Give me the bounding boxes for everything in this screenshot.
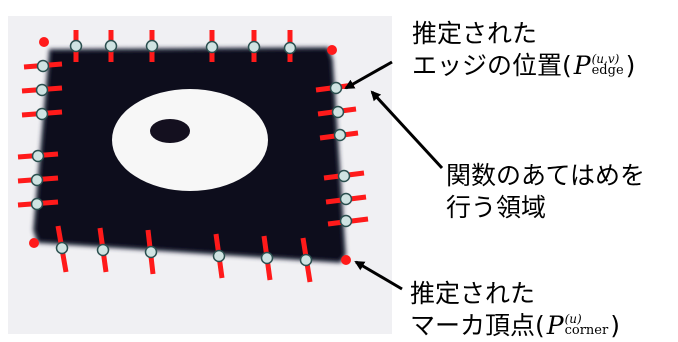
disk-hole <box>150 119 190 143</box>
corner-point <box>327 45 337 55</box>
corner-point <box>341 255 351 265</box>
edge-paren-close: ) <box>625 51 636 80</box>
edge-arrow <box>344 60 393 90</box>
edge-point <box>145 39 159 53</box>
edge-point <box>212 249 226 263</box>
edge-point <box>96 243 110 257</box>
corner-paren-close: ) <box>610 311 620 340</box>
edge-point <box>36 59 50 73</box>
region-label-line2: 行う領域 <box>446 193 547 222</box>
edge-point <box>69 39 83 53</box>
edge-symbol-sup: (u,v) <box>591 52 620 66</box>
edge-point <box>260 251 274 265</box>
corner-symbol-sup: (u) <box>564 312 582 326</box>
edge-point <box>331 105 345 119</box>
corner-label-line1: 推定された <box>410 279 536 308</box>
corner-arrow <box>354 260 403 291</box>
region-label: 関数のあてはめを 行う領域 <box>446 160 645 224</box>
edge-point <box>339 192 353 206</box>
edge-point <box>144 245 158 259</box>
edge-point <box>104 39 118 53</box>
corner-symbol-sub: corner <box>564 323 609 338</box>
edge-points <box>30 39 353 267</box>
edge-symbol: P(u,v)edge <box>574 50 624 82</box>
edge-point <box>31 149 45 163</box>
white-disk <box>112 89 268 191</box>
edge-label-line2: エッジの位置(P(u,v)edge) <box>412 50 635 82</box>
edge-point <box>55 241 69 255</box>
corner-label-line2: マーカ頂点(P(u)corner) <box>410 310 620 342</box>
edge-point <box>339 214 353 228</box>
corner-symbol-base: P <box>546 311 564 340</box>
region-label-line1: 関数のあてはめを <box>446 161 646 190</box>
edge-paren-open: ( <box>562 51 572 80</box>
edge-point <box>283 41 297 55</box>
edge-point <box>299 253 313 267</box>
corner-paren-open: ( <box>535 311 545 340</box>
edge-point <box>247 40 261 54</box>
corner-symbol: P(u)corner <box>547 310 608 342</box>
corner-points <box>29 37 351 265</box>
corner-point <box>29 238 39 248</box>
edge-point <box>329 81 343 95</box>
edge-label-text: エッジの位置 <box>412 51 563 80</box>
arrows <box>344 60 444 291</box>
edge-point <box>333 128 347 142</box>
edge-point <box>205 40 219 54</box>
edge-label: 推定された エッジの位置(P(u,v)edge) <box>412 18 635 82</box>
edge-point <box>30 197 44 211</box>
edge-point <box>35 83 49 97</box>
region-arrow <box>370 90 444 170</box>
corner-label: 推定された マーカ頂点(P(u)corner) <box>410 278 620 342</box>
edge-point <box>35 107 49 121</box>
edge-symbol-base: P <box>573 51 591 80</box>
corner-point <box>39 37 49 47</box>
edge-point <box>30 173 44 187</box>
edge-symbol-sub: edge <box>591 63 624 78</box>
edge-point <box>337 169 351 183</box>
edge-label-line1: 推定された <box>412 19 538 48</box>
corner-label-text: マーカ頂点 <box>410 311 536 340</box>
